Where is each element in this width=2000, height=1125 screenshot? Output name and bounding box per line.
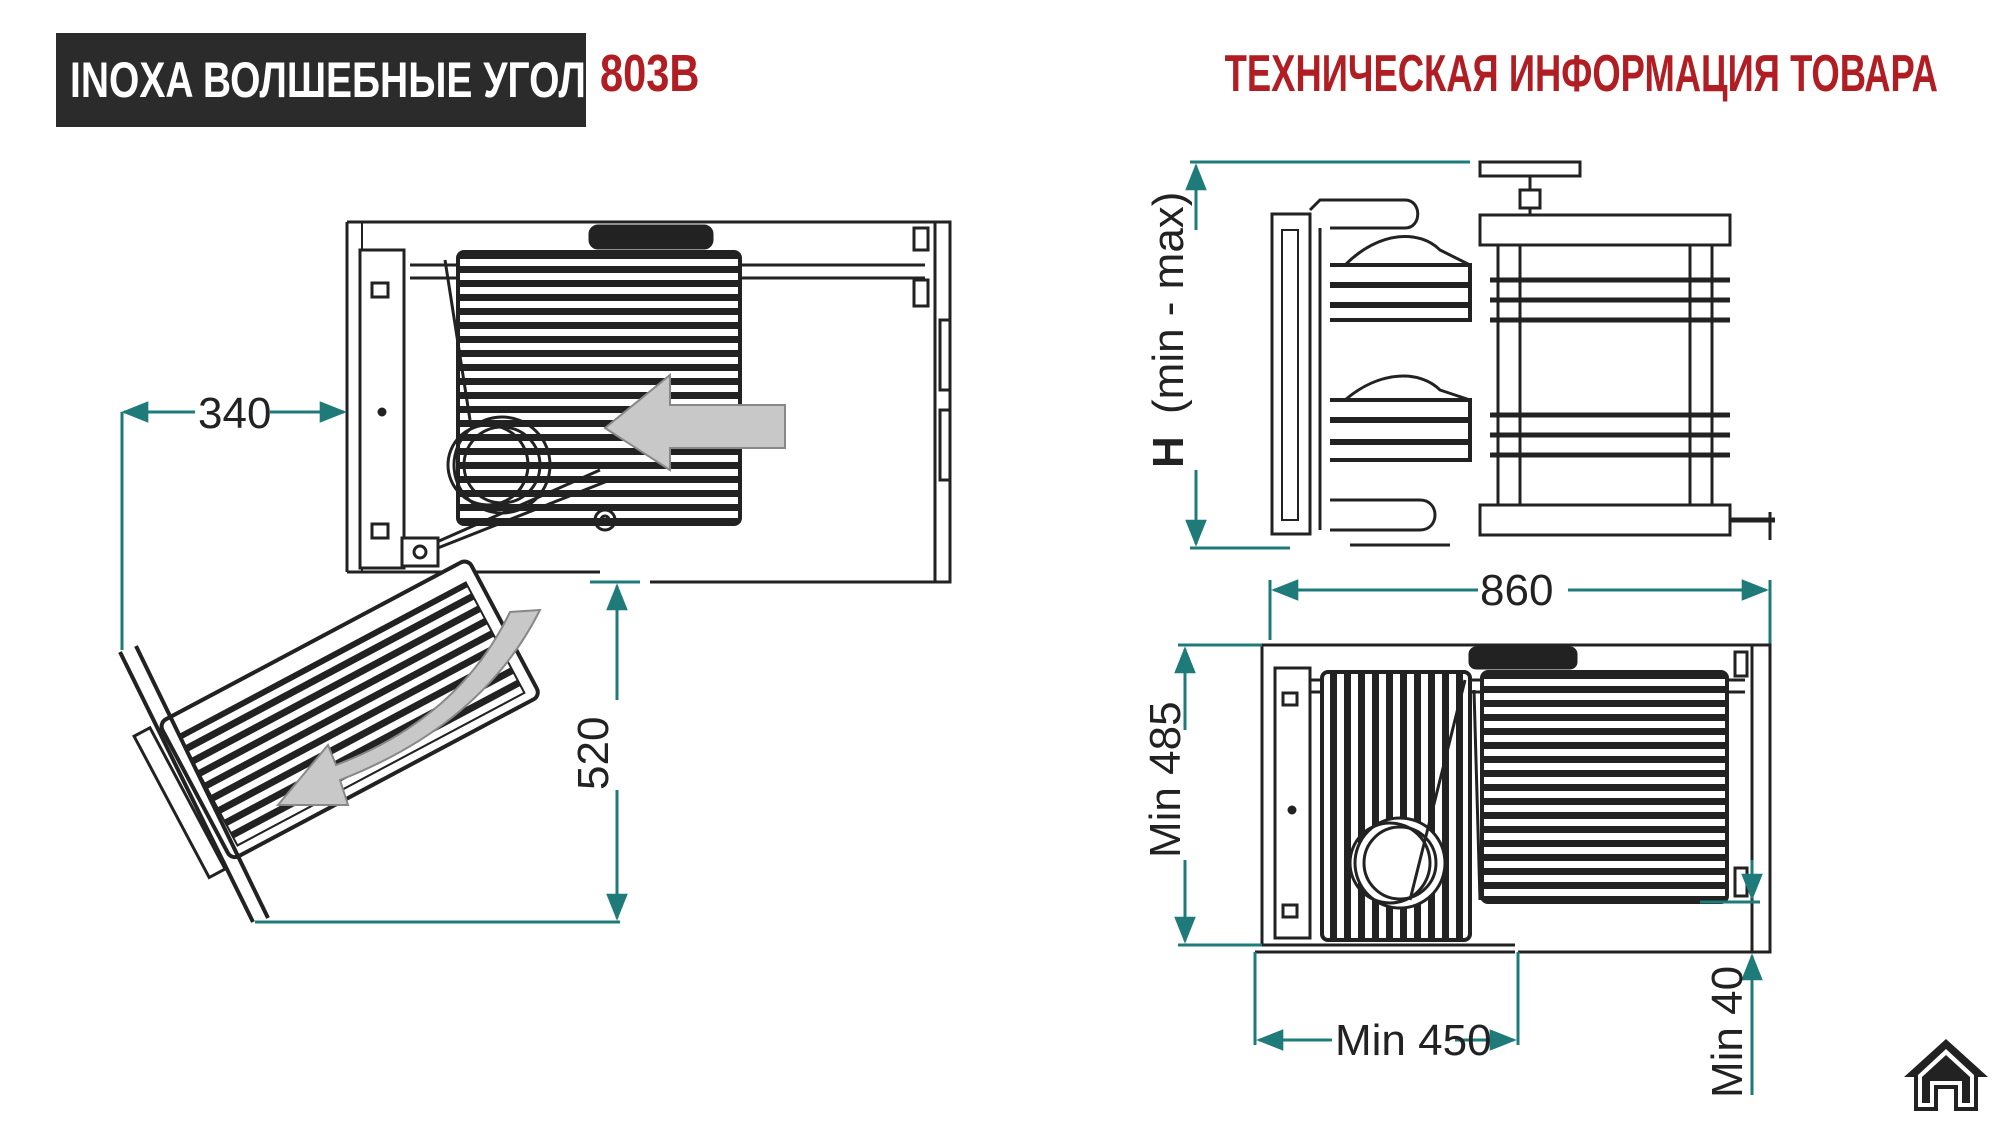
dimension-min-450: Min 450 (1253, 952, 1520, 1065)
label-min-max: (min - max) (1144, 192, 1193, 414)
insert-arrow (603, 372, 786, 472)
top-view-right (1255, 643, 1772, 954)
dimension-520: 520 (255, 580, 640, 924)
svg-text:H (min - max): H (min - max) (1144, 192, 1193, 468)
top-view-left (118, 220, 952, 923)
label-min-485: Min 485 (1141, 701, 1190, 858)
dimension-340: 340 (120, 389, 347, 650)
brand-badge: INOXA ВОЛШЕБНЫЕ УГОЛКИ (56, 33, 638, 127)
label-340: 340 (198, 389, 271, 438)
label-min-40: Min 40 (1703, 966, 1752, 1098)
dimension-height: H (min - max) (1144, 160, 1470, 550)
swing-out-arrow (275, 608, 542, 806)
dimension-860: 860 (1268, 566, 1772, 648)
label-860: 860 (1480, 566, 1553, 615)
brand-title: INOXA ВОЛШЕБНЫЕ УГОЛКИ (70, 52, 638, 108)
model-number: 803B (600, 45, 700, 103)
dimension-min-40: Min 40 (1700, 860, 1763, 1098)
label-520: 520 (569, 717, 618, 790)
side-view (1270, 160, 1775, 547)
home-icon[interactable] (1902, 1035, 1990, 1115)
tech-info-title: ТЕХНИЧЕСКАЯ ИНФОРМАЦИЯ ТОВАРА (1224, 45, 1938, 103)
label-min-450: Min 450 (1335, 1016, 1492, 1065)
dimension-min-485: Min 485 (1141, 643, 1262, 947)
label-h: H (1144, 436, 1193, 468)
